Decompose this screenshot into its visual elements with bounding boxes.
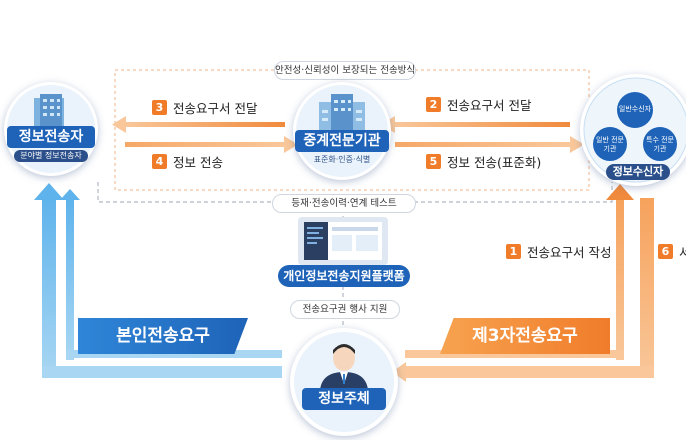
arrow-step-4 bbox=[125, 136, 298, 153]
orange-path-inner bbox=[616, 198, 624, 360]
step-5-badge: 5 bbox=[426, 154, 441, 169]
step-6-badge: 6 bbox=[658, 244, 673, 259]
agency-subtitle: 표준화·인증·식별 bbox=[313, 155, 371, 164]
receiver-bubble-general: 일반수신자 bbox=[618, 105, 652, 113]
arrow-step-5 bbox=[395, 136, 584, 153]
support-tag: 전송요구권 행사 지원 bbox=[290, 300, 400, 319]
subject-title: 정보주체 bbox=[302, 388, 386, 410]
person-icon bbox=[294, 332, 394, 432]
third-party-banner[interactable]: 제3자전송요구 bbox=[440, 318, 610, 354]
receiver-ring bbox=[583, 77, 686, 183]
sender-node[interactable]: 정보전송자 분야별 정보전송자 bbox=[4, 82, 98, 176]
blue-path-outer bbox=[42, 198, 56, 378]
sender-title: 정보전송자 bbox=[7, 126, 95, 148]
receiver-node[interactable]: 일반수신자 일반 전문기관 특수 전문기관 정보수신자 bbox=[580, 74, 686, 186]
sender-subtitle: 분야별 정보전송자 bbox=[14, 150, 88, 162]
subject-node[interactable]: 정보주체 bbox=[290, 328, 398, 436]
monitor-icon bbox=[298, 217, 388, 265]
step-1-badge: 1 bbox=[506, 244, 521, 259]
arrow-step-2 bbox=[381, 116, 570, 133]
platform-title[interactable]: 개인정보전송지원플랫폼 bbox=[278, 265, 410, 287]
receiver-title: 정보수신자 bbox=[606, 164, 670, 180]
step-4-badge: 4 bbox=[152, 154, 167, 169]
step-3-badge: 3 bbox=[152, 100, 167, 115]
agency-node[interactable]: 중계전문기관 표준화·인증·식별 bbox=[293, 82, 391, 180]
platform-monitor bbox=[296, 215, 390, 271]
registry-tag: 등재·전송이력·연계 테스트 bbox=[272, 194, 416, 213]
agency-title: 중계전문기관 bbox=[295, 130, 389, 152]
receiver-bubble-general-agency: 일반 전문기관 bbox=[596, 136, 624, 153]
secure-transfer-caption: 안전성·신뢰성이 보장되는 전송방식 bbox=[274, 61, 416, 80]
orange-path-outer bbox=[640, 198, 654, 378]
receiver-bubble-special-agency: 특수 전문기관 bbox=[646, 136, 674, 153]
step-2-badge: 2 bbox=[426, 97, 441, 112]
arrow-step-3 bbox=[112, 116, 285, 133]
self-transfer-banner[interactable]: 본인전송요구 bbox=[78, 318, 248, 354]
blue-path-inner bbox=[66, 198, 74, 360]
